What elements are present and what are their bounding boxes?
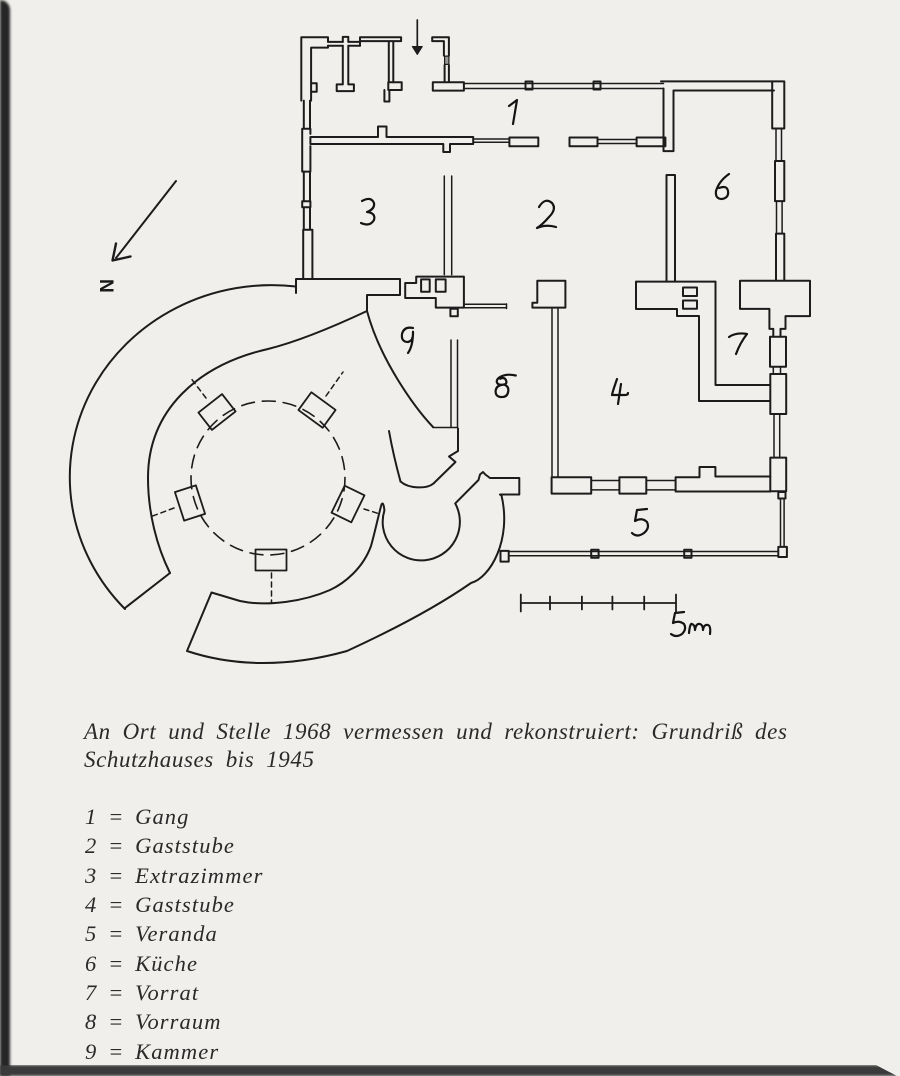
svg-text:N: N bbox=[95, 279, 116, 293]
